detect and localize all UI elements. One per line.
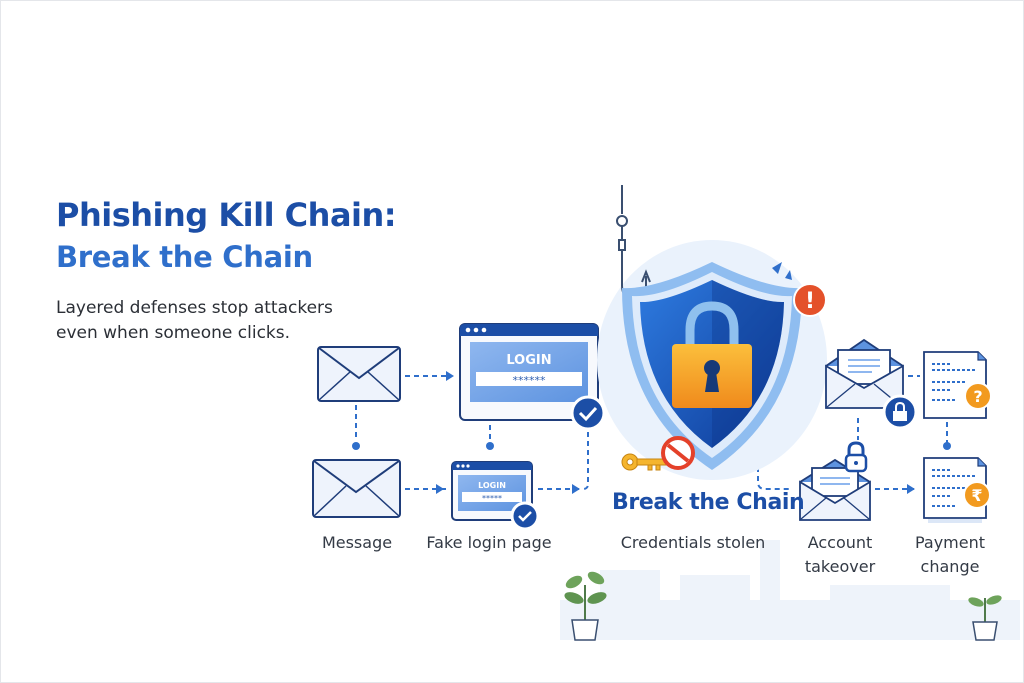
alert-badge-icon: ! — [772, 262, 827, 317]
stage-label-account-takeover: Account takeover — [805, 531, 875, 579]
description: Layered defenses stop attackers even whe… — [56, 296, 333, 346]
page-title: Phishing Kill Chain: — [56, 196, 397, 234]
page-subtitle: Break the Chain — [56, 240, 313, 274]
description-line-2: even when someone clicks. — [56, 323, 291, 343]
stage-label-message: Message — [321, 533, 393, 552]
stage-label-fake-login: Fake login page — [426, 533, 552, 552]
rupee-symbol: ₹ — [971, 486, 982, 505]
check-badge-icon-small — [510, 501, 540, 531]
padlock-icon — [672, 301, 752, 408]
small-padlock-icon — [844, 441, 868, 473]
stolen-key-icon — [621, 453, 668, 471]
lock-badge-icon — [882, 394, 918, 430]
prohibited-icon — [661, 436, 695, 470]
login-heading: LOGIN — [506, 353, 551, 368]
stage-label-credentials: Credentials stolen — [620, 533, 766, 552]
message-envelope-icon-2 — [312, 459, 401, 518]
label-line: Account — [807, 533, 873, 552]
fake-login-browser-window-small: LOGIN ***** — [451, 461, 533, 521]
plant-icon-2 — [968, 595, 1002, 641]
login-heading-small: LOGIN — [478, 481, 506, 490]
stage-label-payment-change: Payment change — [915, 531, 985, 579]
plant-icon — [564, 571, 607, 641]
label-line: change — [920, 557, 980, 576]
message-envelope-icon — [317, 346, 401, 402]
open-envelope-icon-2 — [799, 458, 871, 521]
description-line-1: Layered defenses stop attackers — [56, 298, 333, 318]
label-line: Payment — [914, 533, 986, 552]
currency-badge-icon: ₹ — [963, 481, 991, 509]
background-office-illustration — [560, 540, 1020, 640]
alert-symbol: ! — [805, 289, 815, 314]
password-field-mask-small: ***** — [482, 494, 502, 503]
label-line: takeover — [804, 557, 876, 576]
question-badge-icon: ? — [964, 382, 992, 410]
flow-connectors — [355, 375, 948, 490]
fake-login-browser-window: LOGIN ****** — [459, 323, 599, 421]
question-symbol: ? — [973, 387, 982, 406]
password-field-mask: ****** — [513, 374, 547, 387]
check-badge-icon — [570, 395, 606, 431]
open-envelope-icon — [825, 338, 904, 409]
break-the-chain-label: Break the Chain — [612, 490, 805, 515]
